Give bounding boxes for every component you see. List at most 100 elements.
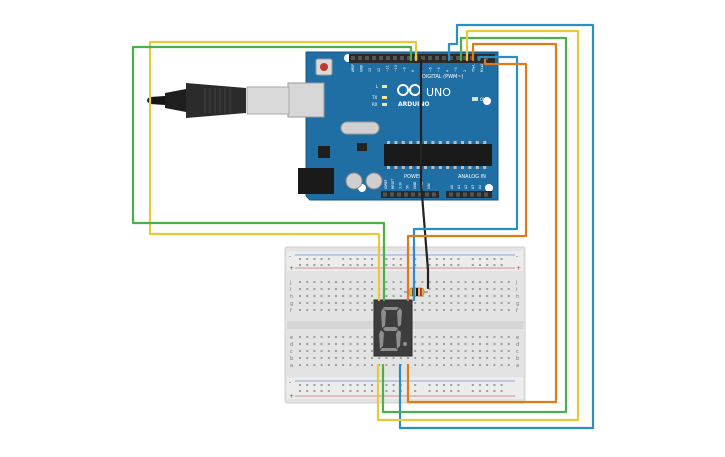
wire-green-pin11[interactable] bbox=[131, 45, 413, 302]
header-pin-hole[interactable] bbox=[372, 56, 376, 60]
rail-hole bbox=[457, 258, 460, 260]
power-pin-label: IOREF bbox=[384, 179, 388, 189]
header-pin-hole[interactable] bbox=[442, 56, 446, 60]
arduino-uno-board[interactable]: DIGITAL (PWM~) ARDUINO UNO L TX RX ON bbox=[287, 51, 499, 201]
usb-cable[interactable] bbox=[147, 83, 290, 118]
top-rail-plus-label-right: + bbox=[516, 265, 521, 272]
on-led-label: ON bbox=[480, 97, 486, 102]
analog-pin-hole[interactable] bbox=[449, 192, 453, 197]
breadboard-hole bbox=[421, 309, 424, 311]
breadboard-hole bbox=[435, 309, 438, 311]
breadboard-hole bbox=[457, 302, 460, 304]
l-led-label: L bbox=[376, 84, 379, 89]
rail-hole bbox=[443, 264, 445, 266]
analog-pin-hole[interactable] bbox=[470, 192, 474, 197]
breadboard-hole bbox=[363, 357, 366, 359]
power-pin-hole[interactable] bbox=[418, 192, 422, 197]
header-pin-hole[interactable] bbox=[407, 56, 411, 60]
header-pin-hole[interactable] bbox=[393, 56, 397, 60]
header-pin-hole[interactable] bbox=[428, 56, 432, 60]
digital-pin-label: ~10 bbox=[394, 65, 398, 72]
power-pin-label: 5V bbox=[406, 184, 410, 189]
segment-e bbox=[379, 330, 384, 349]
usb-plug-body bbox=[186, 83, 246, 118]
breadboard-hole bbox=[500, 364, 503, 366]
breadboard-hole bbox=[349, 357, 352, 359]
header-pin-hole[interactable] bbox=[449, 56, 453, 60]
breadboard-hole bbox=[464, 336, 467, 338]
header-pin-hole[interactable] bbox=[379, 56, 383, 60]
header-pin-hole[interactable] bbox=[456, 56, 460, 60]
breadboard-hole bbox=[500, 295, 503, 297]
wire-yellow-right[interactable] bbox=[376, 29, 580, 422]
digital-header-label: DIGITAL (PWM~) bbox=[422, 74, 464, 80]
wire-orange-short[interactable] bbox=[406, 58, 528, 302]
rail-hole bbox=[342, 258, 345, 260]
breadboard-hole bbox=[378, 364, 381, 366]
rail-hole bbox=[313, 258, 316, 260]
rail-hole bbox=[479, 384, 481, 386]
breadboard-hole bbox=[493, 309, 496, 311]
wire-orange-right[interactable] bbox=[406, 42, 558, 404]
rail-hole bbox=[299, 390, 301, 392]
power-pin-hole[interactable] bbox=[390, 192, 394, 197]
breadboard-hole bbox=[457, 350, 460, 352]
digital-pin-label: 4 bbox=[446, 70, 450, 72]
breadboard-hole bbox=[342, 364, 345, 366]
breadboard-hole bbox=[356, 343, 359, 345]
rail-hole bbox=[371, 264, 373, 266]
digital-pin-label: RX◂0 bbox=[480, 64, 484, 72]
power-pin-hole[interactable] bbox=[432, 192, 436, 197]
breadboard-hole bbox=[299, 364, 301, 366]
power-pin-hole[interactable] bbox=[397, 192, 401, 197]
breadboard-hole bbox=[464, 343, 467, 345]
chip-leg bbox=[424, 141, 427, 144]
header-pin-hole[interactable] bbox=[365, 56, 369, 60]
power-pin-hole[interactable] bbox=[383, 192, 387, 197]
analog-pin-hole[interactable] bbox=[477, 192, 481, 197]
breadboard-hole bbox=[320, 364, 323, 366]
chip-leg bbox=[387, 166, 390, 169]
header-pin-hole[interactable] bbox=[435, 56, 439, 60]
header-pin-hole[interactable] bbox=[351, 56, 355, 60]
wire-yellow-pin10[interactable] bbox=[148, 40, 418, 302]
wire-blue-right[interactable] bbox=[398, 23, 595, 430]
breadboard-hole bbox=[320, 288, 323, 290]
breadboard-hole bbox=[371, 343, 373, 345]
wire-green-right[interactable] bbox=[381, 36, 568, 414]
rail-hole bbox=[457, 384, 460, 386]
power-jack[interactable] bbox=[298, 168, 334, 194]
breadboard-hole bbox=[471, 357, 474, 359]
header-pin-hole[interactable] bbox=[400, 56, 404, 60]
header-pin-hole[interactable] bbox=[386, 56, 390, 60]
power-pin-hole[interactable] bbox=[404, 192, 408, 197]
breadboard-hole bbox=[500, 343, 503, 345]
chip-leg bbox=[416, 141, 420, 144]
breadboard-hole bbox=[327, 281, 330, 283]
breadboard-hole bbox=[486, 309, 489, 311]
breadboard-hole bbox=[493, 357, 496, 359]
power-pin-hole[interactable] bbox=[425, 192, 429, 197]
breadboard-hole bbox=[428, 281, 431, 283]
breadboard-hole bbox=[371, 350, 373, 352]
wire-black-gnd[interactable] bbox=[419, 58, 430, 290]
analog-pin-hole[interactable] bbox=[456, 192, 460, 197]
power-pin-hole[interactable] bbox=[411, 192, 415, 197]
breadboard-hole bbox=[493, 364, 496, 366]
header-pin-hole[interactable] bbox=[463, 56, 467, 60]
breadboard-hole bbox=[493, 302, 496, 304]
analog-header-label: ANALOG IN bbox=[458, 174, 486, 180]
usb-b-port[interactable] bbox=[287, 82, 325, 118]
header-pin-hole[interactable] bbox=[358, 56, 362, 60]
voltage-regulator bbox=[318, 146, 330, 158]
seven-segment-display[interactable] bbox=[373, 299, 413, 357]
analog-pin-hole[interactable] bbox=[463, 192, 467, 197]
row-letter: g bbox=[290, 301, 293, 307]
header-pin-hole[interactable] bbox=[421, 56, 425, 60]
breadboard-hole bbox=[450, 350, 453, 352]
rail-hole bbox=[327, 384, 330, 386]
wire-blue-short[interactable] bbox=[412, 55, 519, 302]
breadboard-hole bbox=[363, 336, 366, 338]
analog-pin-hole[interactable] bbox=[484, 192, 488, 197]
